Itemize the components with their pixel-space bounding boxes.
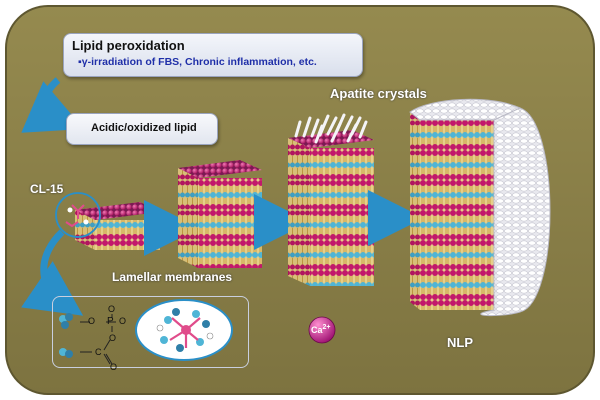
cl15-label: CL-15 bbox=[30, 182, 64, 196]
acidic-lipid-box: Acidic/oxidized lipid bbox=[66, 113, 218, 145]
lipid-peroxidation-bullet: ▪γ-irradiation of FBS, Chronic inflammat… bbox=[78, 56, 317, 68]
calcium-label: Ca2+ bbox=[311, 324, 331, 335]
phosphate-o-left: O bbox=[88, 316, 96, 326]
lamellar-membranes-label: Lamellar membranes bbox=[112, 270, 233, 284]
arrow-cl15-to-chem bbox=[21, 229, 84, 316]
carboxyl-o-minus: O bbox=[109, 333, 117, 343]
phosphate-p: P bbox=[107, 316, 114, 327]
chem-box-graphics bbox=[59, 299, 233, 365]
nlp-particle bbox=[409, 98, 551, 317]
phosphate-o-minus: O bbox=[119, 316, 127, 326]
calcium-symbol: Ca bbox=[311, 325, 323, 335]
apatite-crystals-label: Apatite crystals bbox=[330, 86, 427, 101]
carboxyl-o: O bbox=[110, 362, 118, 372]
calcium-ion bbox=[308, 316, 336, 344]
micelle-complex bbox=[156, 308, 214, 352]
carboxyl-c: C bbox=[95, 347, 102, 357]
chemistry-box bbox=[52, 296, 249, 368]
phosphate-o-top: O bbox=[108, 304, 116, 314]
cl15-highlight-ring bbox=[55, 192, 101, 238]
lamellar-membranes-stack bbox=[178, 160, 262, 268]
acidic-lipid-label: Acidic/oxidized lipid bbox=[91, 122, 197, 134]
lipid-peroxidation-heading: Lipid peroxidation bbox=[72, 38, 185, 53]
apatite-needle-crystals bbox=[294, 113, 368, 144]
apatite-nucleating-stack bbox=[288, 113, 374, 286]
cl15-protein-icon bbox=[65, 204, 85, 228]
lipid-peroxidation-causes: γ-irradiation of FBS, Chronic inflammati… bbox=[81, 56, 317, 68]
calcium-charge: 2+ bbox=[322, 324, 331, 331]
arrow-peroxidation-to-lipid bbox=[21, 77, 84, 133]
nlp-label: NLP bbox=[447, 335, 473, 350]
lipid-peroxidation-box: Lipid peroxidation ▪γ-irradiation of FBS… bbox=[63, 33, 363, 77]
